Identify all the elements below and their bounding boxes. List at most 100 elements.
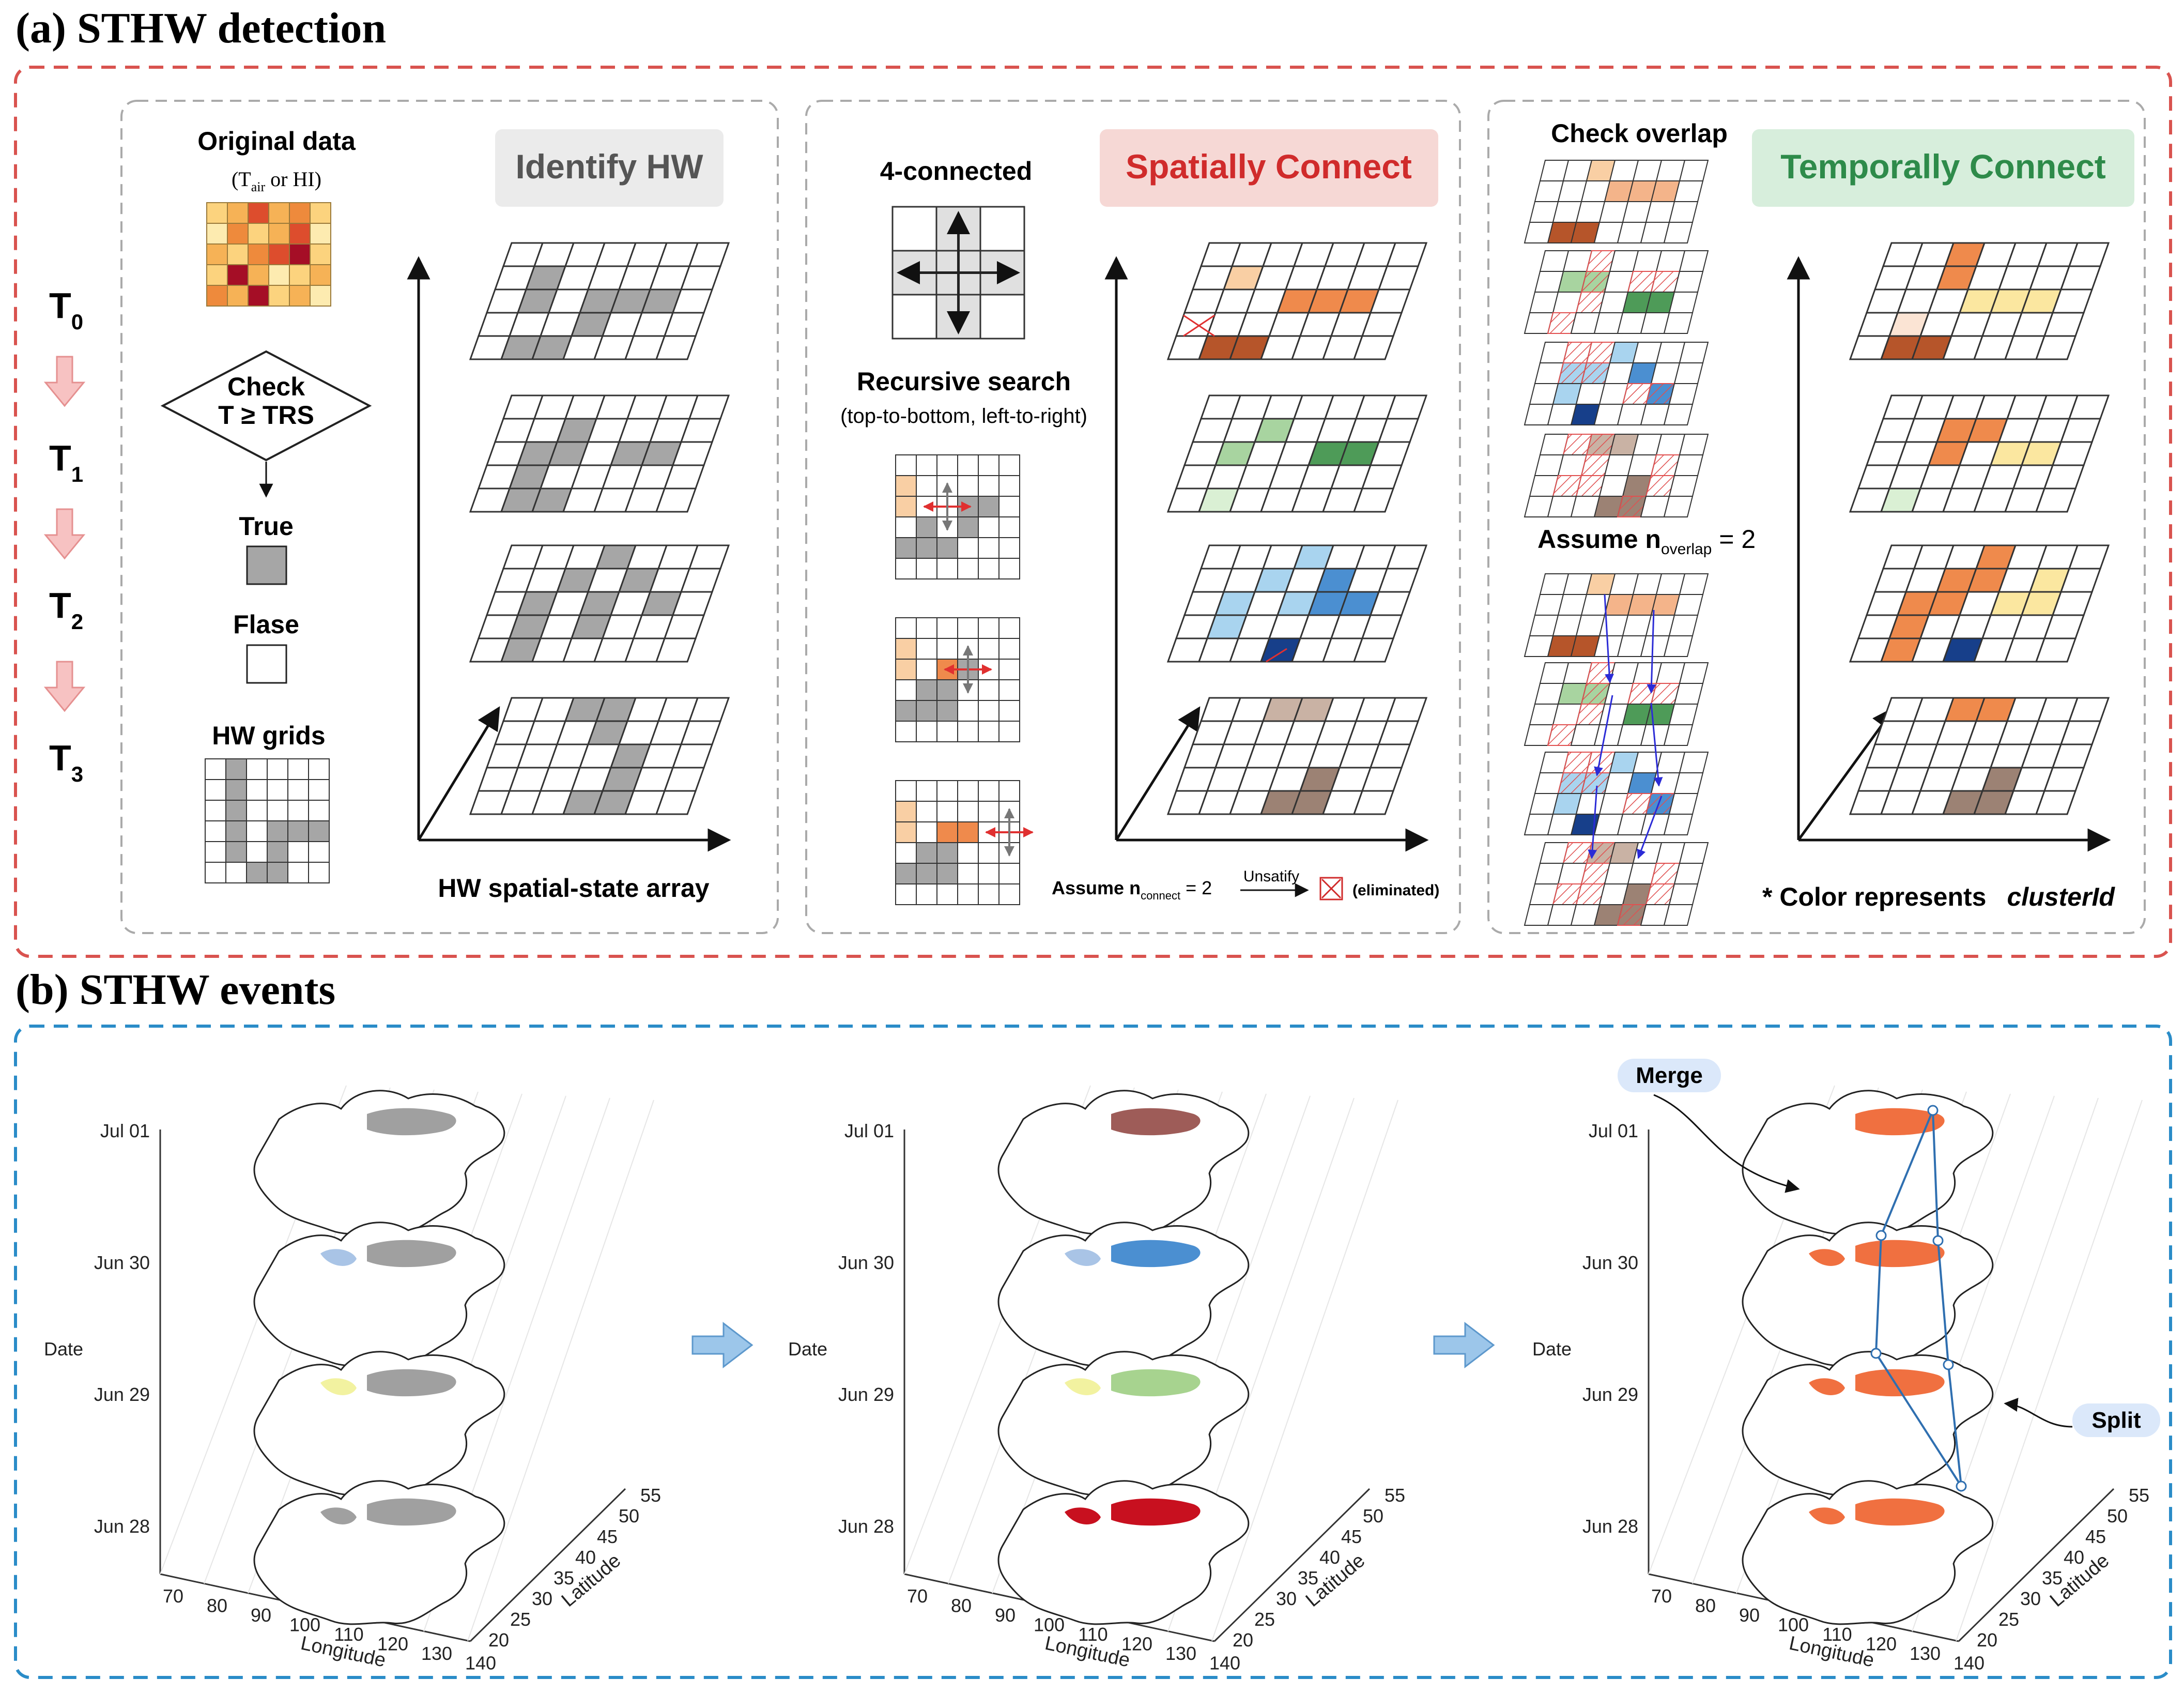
latitude-tick: 30 <box>2020 1588 2041 1609</box>
overlap-link <box>1594 695 1613 776</box>
grid-cell <box>1679 160 1709 181</box>
merge-pointer <box>1653 1094 1800 1193</box>
hw-grid-cell <box>225 758 247 780</box>
grid-cell <box>1352 335 1395 360</box>
longitude-tick: 100 <box>1034 1614 1065 1636</box>
heatmap-cell <box>268 243 290 265</box>
search-cell <box>998 638 1020 660</box>
section-a-title: (a) STHW detection <box>16 4 386 52</box>
grid-cell <box>1668 615 1699 636</box>
split-callout: Split <box>2004 1398 2160 1437</box>
hw-grid-cell <box>246 758 268 780</box>
grid-cell <box>1663 222 1694 243</box>
search-cell <box>895 679 917 701</box>
latitude-tick: 35 <box>2042 1567 2063 1589</box>
latitude-axis <box>1213 1488 1371 1642</box>
track-line <box>1932 1110 1939 1241</box>
latitude-tick: 30 <box>1276 1588 1297 1609</box>
time-steps: T0 T1 T2 T3 <box>43 285 86 786</box>
search-cell <box>998 863 1020 884</box>
search-cell <box>916 821 937 843</box>
search-cell <box>936 883 958 905</box>
search-cell <box>936 617 958 639</box>
grid-cell <box>1679 342 1709 363</box>
four-conn-cell <box>891 294 937 340</box>
search-cell <box>978 617 999 639</box>
heatmap-cell <box>268 223 290 245</box>
search-cell <box>895 558 917 579</box>
date-tick: Jun 29 <box>1582 1384 1638 1405</box>
heatmap-cell <box>310 285 331 307</box>
hw-grid-cell <box>246 820 268 842</box>
eliminated-icon-x2 <box>1321 878 1342 899</box>
hw-grid-cell <box>267 841 288 863</box>
original-data-title: Original data <box>197 127 356 156</box>
search-cell <box>916 638 937 660</box>
hw-grid-cell <box>308 841 330 863</box>
identify-hw-badge <box>495 129 724 207</box>
search-cell <box>978 780 999 802</box>
search-cell <box>916 883 937 905</box>
search-cell <box>916 721 937 742</box>
search-cell <box>895 821 917 843</box>
search-cell <box>895 801 917 822</box>
date-axis-label: Date <box>44 1338 83 1360</box>
search-cell <box>957 558 979 579</box>
longitude-tick: 80 <box>951 1595 972 1616</box>
time-step-1: T1 <box>49 438 83 486</box>
overlap-link <box>1650 703 1663 787</box>
search-cell <box>895 721 917 742</box>
search-cell <box>978 558 999 579</box>
search-cell <box>895 700 917 722</box>
search-cell <box>998 496 1020 517</box>
search-cell <box>978 883 999 905</box>
search-cell <box>895 883 917 905</box>
latitude-tick: 50 <box>1363 1505 1383 1527</box>
panel-identify <box>120 100 779 934</box>
heatmap-cell <box>227 285 249 307</box>
heatmap-cell <box>268 264 290 286</box>
latitude-tick: 20 <box>488 1629 509 1651</box>
spatial-layer <box>1166 242 1428 360</box>
spatially-connect-badge <box>1100 129 1438 207</box>
time-step-3: T3 <box>49 738 83 786</box>
search-cell <box>936 558 958 579</box>
hw-grid-cell <box>287 800 309 821</box>
latitude-tick: 20 <box>1233 1629 1253 1651</box>
search-cell <box>978 700 999 722</box>
grid-cell <box>1668 793 1699 815</box>
overlap-layer <box>1524 434 1709 517</box>
heatmap-cell <box>289 243 311 265</box>
search-cell <box>978 721 999 742</box>
longitude-tick: 130 <box>421 1643 452 1664</box>
heatmap-cell <box>289 264 311 286</box>
temporal-layer <box>1849 544 2110 663</box>
heatmap-cell <box>206 202 228 224</box>
hw-grid-cell <box>308 779 330 801</box>
heatmap-cell <box>206 243 228 265</box>
search-cell <box>895 638 917 660</box>
latitude-tick: 55 <box>1385 1485 1405 1506</box>
search-cell <box>957 821 979 843</box>
split-badge <box>2072 1403 2160 1437</box>
search-cell <box>998 558 1020 579</box>
heatmap-cell <box>206 285 228 307</box>
search-cell <box>936 863 958 884</box>
grid-cell <box>2035 335 2077 360</box>
heatwave-region <box>367 1108 456 1136</box>
hw-grid-cell <box>225 779 247 801</box>
track-node <box>1932 1235 1944 1246</box>
track-node <box>1956 1481 1967 1492</box>
search-cell <box>998 617 1020 639</box>
search-cell <box>978 638 999 660</box>
section-b-frame <box>14 1025 2172 1679</box>
recursive-search-subtitle: (top-to-bottom, left-to-right) <box>840 405 1087 428</box>
heatwave-region <box>1809 1507 1845 1524</box>
heatwave-region <box>1065 1507 1101 1524</box>
heatmap-cell <box>310 202 331 224</box>
hw-grid-cell <box>267 862 288 883</box>
search-cell <box>936 679 958 701</box>
temporal-layer <box>1849 242 2110 360</box>
grid-cell <box>1679 662 1709 684</box>
